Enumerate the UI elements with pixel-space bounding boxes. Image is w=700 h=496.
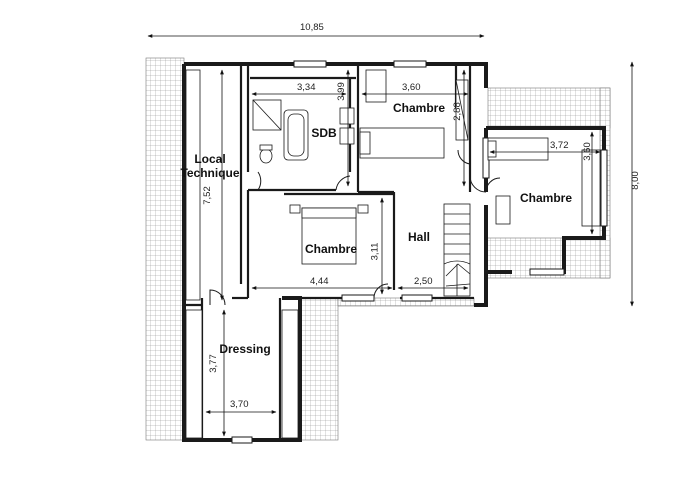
dimension-dressing-height: 3,77 bbox=[207, 354, 219, 373]
room-label-chambre-center: Chambre bbox=[304, 242, 357, 256]
dimension-hall-width: 2,50 bbox=[414, 276, 433, 287]
wardrobe-1 bbox=[365, 69, 387, 103]
dimension-chambre-center-height: 3,11 bbox=[369, 242, 381, 261]
room-label-sdb: SDB bbox=[311, 126, 337, 140]
dimension-sdb-width: 3,34 bbox=[297, 82, 316, 93]
dimension-overall-height: 8,00 bbox=[629, 171, 641, 190]
terrace-right-top bbox=[487, 87, 611, 129]
bed-top bbox=[359, 127, 445, 159]
windows bbox=[231, 60, 608, 444]
dimension-chambre-right-height: 3,60 bbox=[581, 142, 593, 161]
staircase bbox=[443, 203, 471, 297]
desk bbox=[495, 195, 511, 225]
dimension-chambre-center-width: 4,44 bbox=[310, 276, 329, 287]
washbasin-1 bbox=[339, 107, 355, 125]
dimension-local-technique-height: 7,52 bbox=[201, 186, 213, 205]
dimension-sdb-height: 3,99 bbox=[335, 82, 347, 101]
bed-right bbox=[487, 137, 549, 161]
dimension-chambre-top-width: 3,60 bbox=[402, 82, 421, 93]
toilet bbox=[259, 148, 273, 164]
dimension-chambre-top-height: 2,88 bbox=[451, 102, 463, 121]
room-label-chambre-right: Chambre bbox=[519, 191, 572, 205]
wardrobe-3 bbox=[581, 149, 601, 227]
room-label-hall: Hall bbox=[407, 230, 430, 244]
dimension-lines bbox=[147, 34, 634, 437]
dimension-chambre-right-width: 3,72 bbox=[550, 140, 569, 151]
local-shelf bbox=[185, 69, 201, 301]
dimension-overall-width: 10,85 bbox=[300, 22, 324, 33]
room-label-dressing: Dressing bbox=[219, 342, 271, 356]
terrace-left bbox=[145, 57, 185, 441]
dressing-shelf-right bbox=[281, 309, 299, 439]
nightstand bbox=[289, 204, 301, 214]
dimension-dressing-width: 3,70 bbox=[230, 399, 249, 410]
dressing-shelf-left bbox=[185, 309, 203, 439]
room-label-chambre-top: Chambre bbox=[392, 101, 445, 115]
terrace-bottom-right bbox=[299, 297, 339, 441]
room-label-local-technique: Local Technique bbox=[180, 152, 240, 180]
